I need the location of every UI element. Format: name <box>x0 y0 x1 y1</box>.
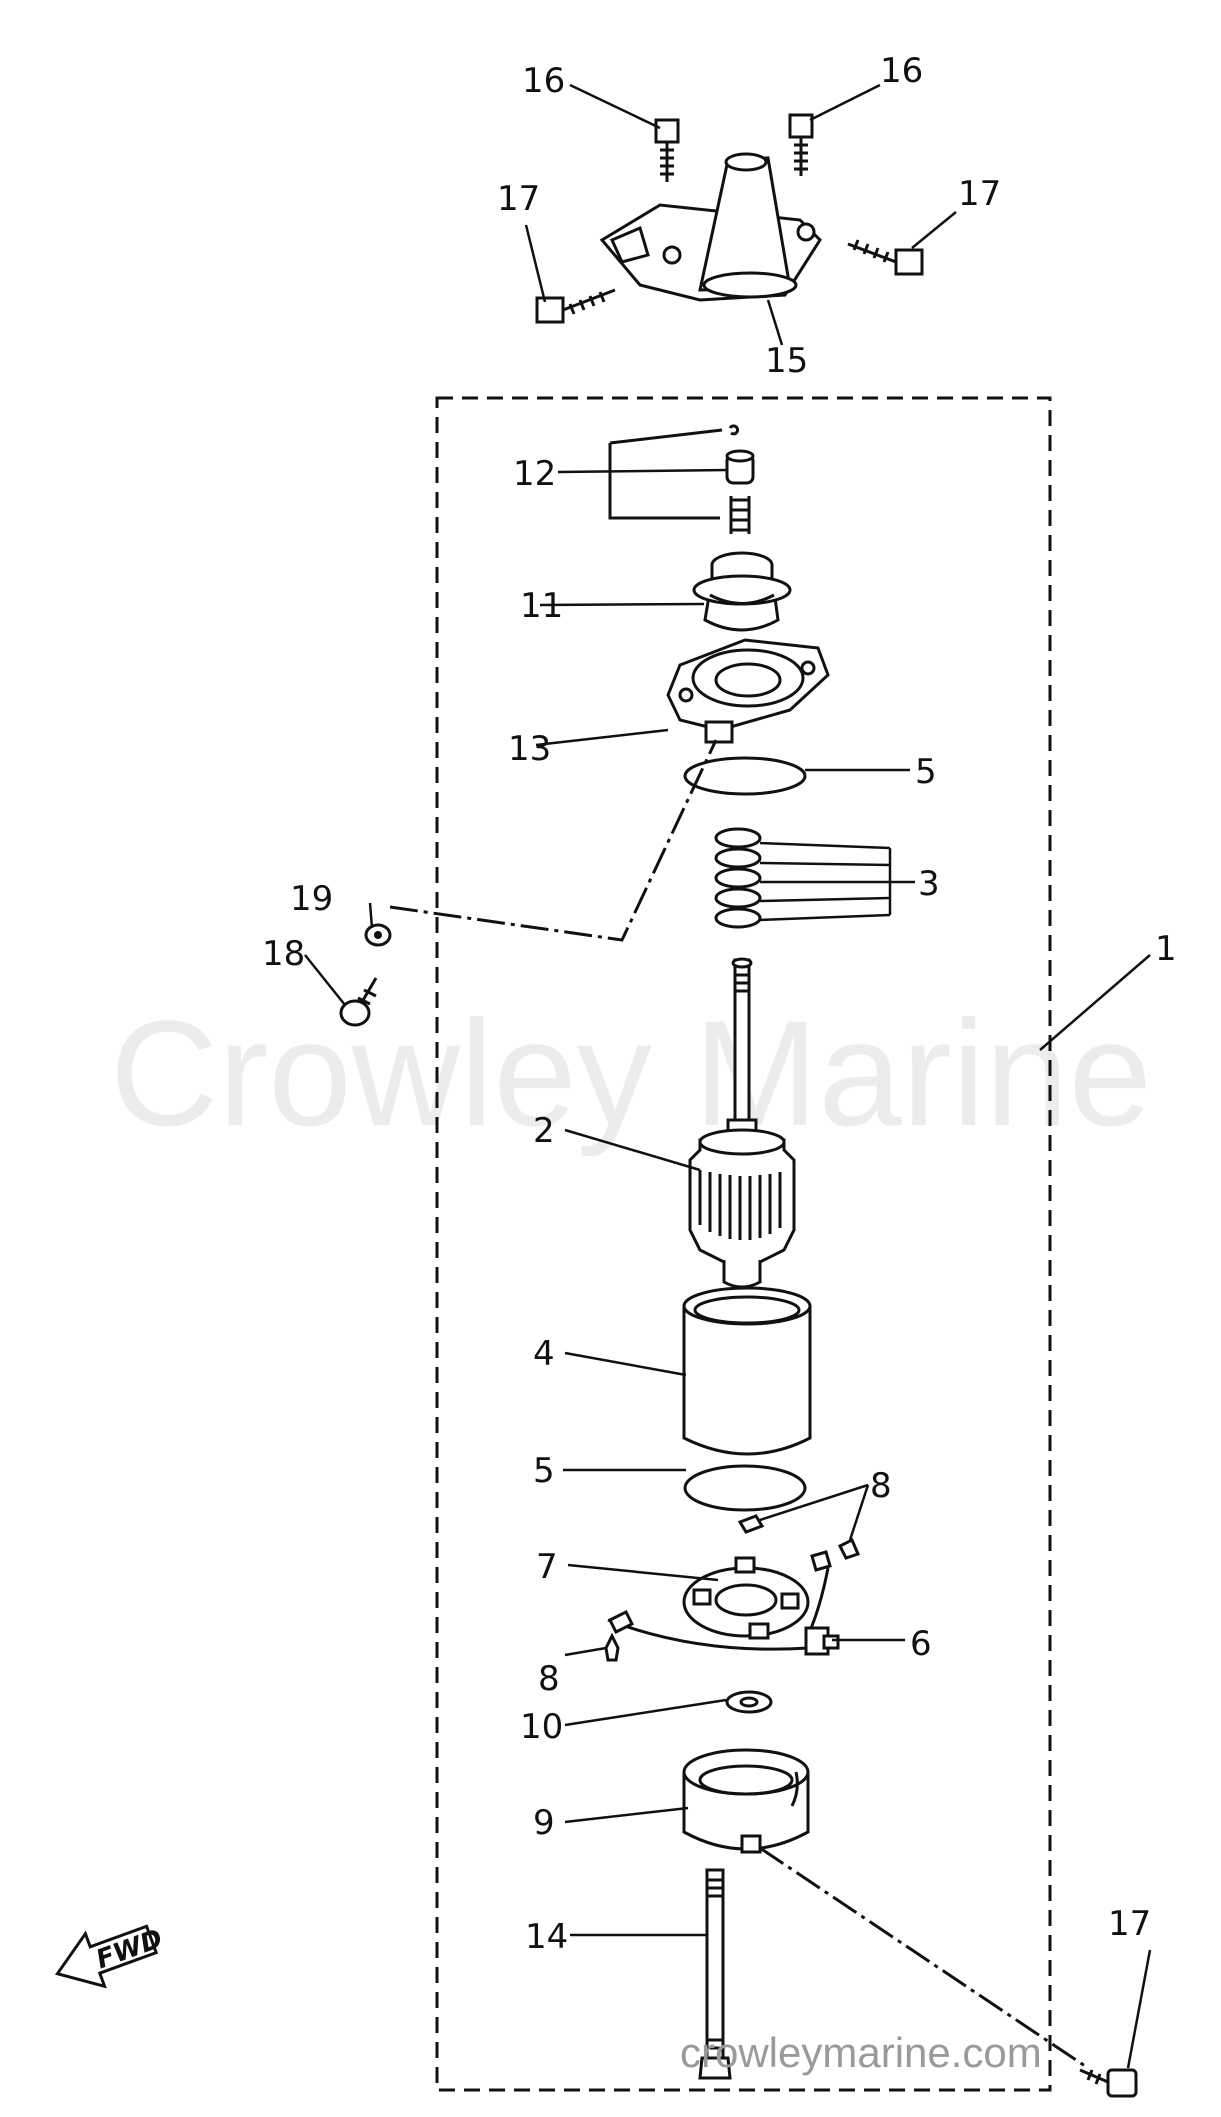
part-5-oring-top <box>683 756 807 796</box>
part-2-armature <box>688 957 796 1289</box>
callout-19: 19 <box>290 879 333 919</box>
leader-9-17 <box>759 1846 1089 2070</box>
part-3-washers <box>714 827 762 929</box>
callout-1: 1 <box>1155 929 1177 969</box>
part-18-screw <box>339 977 378 1027</box>
fwd-arrow-icon: FWD <box>54 1924 167 1989</box>
callout-8-left: 8 <box>538 1659 560 1699</box>
callout-16-left: 16 <box>522 61 565 101</box>
callout-11: 11 <box>520 586 563 626</box>
callout-numbers: 1 2 3 4 5 5 6 7 8 8 9 10 11 12 13 14 15 … <box>262 51 1177 1957</box>
leader-lines <box>304 83 1152 2069</box>
part-8-brush-top-right <box>810 1537 861 1572</box>
part-7-brush-holder <box>607 1556 810 1651</box>
part-10-washer <box>725 1690 773 1714</box>
callout-17-right: 17 <box>958 174 1001 214</box>
callout-3: 3 <box>918 864 940 904</box>
part-13-housing <box>666 638 830 744</box>
assembly-boundary <box>435 396 1052 2092</box>
callout-4: 4 <box>533 1334 555 1374</box>
callout-7: 7 <box>536 1547 558 1587</box>
part-17-bolt-bottom <box>1079 2068 1138 2098</box>
part-17-bolt-right <box>847 239 924 276</box>
part-16-bolt-right <box>788 113 814 176</box>
part-8-brush-top-left <box>737 1514 765 1534</box>
part-17-bolt-left <box>535 288 616 324</box>
callout-5-bottom: 5 <box>533 1451 555 1491</box>
part-12-assembly <box>608 424 755 534</box>
leader-13-19 <box>389 739 718 942</box>
part-11-pinion <box>692 551 792 632</box>
part-8-brush-left <box>604 1609 635 1662</box>
callout-10: 10 <box>520 1707 563 1747</box>
part-16-bolt-left <box>654 118 680 182</box>
callout-14: 14 <box>525 1917 568 1957</box>
part-5-oring-bottom <box>683 1464 807 1512</box>
callout-8-top: 8 <box>870 1466 892 1506</box>
callout-12: 12 <box>513 454 556 494</box>
callout-9: 9 <box>533 1803 555 1843</box>
watermark-footer: crowleymarine.com <box>680 2029 1042 2076</box>
callout-15: 15 <box>765 341 808 381</box>
callout-17-left: 17 <box>497 179 540 219</box>
part-14-through-bolt <box>698 1868 732 2080</box>
part-6-brush-lead <box>804 1567 840 1656</box>
callout-2: 2 <box>533 1111 555 1151</box>
callout-16-right: 16 <box>880 51 923 91</box>
callout-5-top: 5 <box>915 752 937 792</box>
part-4-yoke <box>682 1286 812 1456</box>
callout-13: 13 <box>508 729 551 769</box>
part-9-end-cap <box>682 1748 810 1854</box>
callout-18: 18 <box>262 934 305 974</box>
watermark-center: Crowley Marine <box>110 989 1152 1157</box>
callout-17-bottom: 17 <box>1108 1904 1151 1944</box>
callout-6: 6 <box>910 1624 932 1664</box>
part-15-cover <box>599 152 822 302</box>
part-19-washer <box>364 923 392 947</box>
